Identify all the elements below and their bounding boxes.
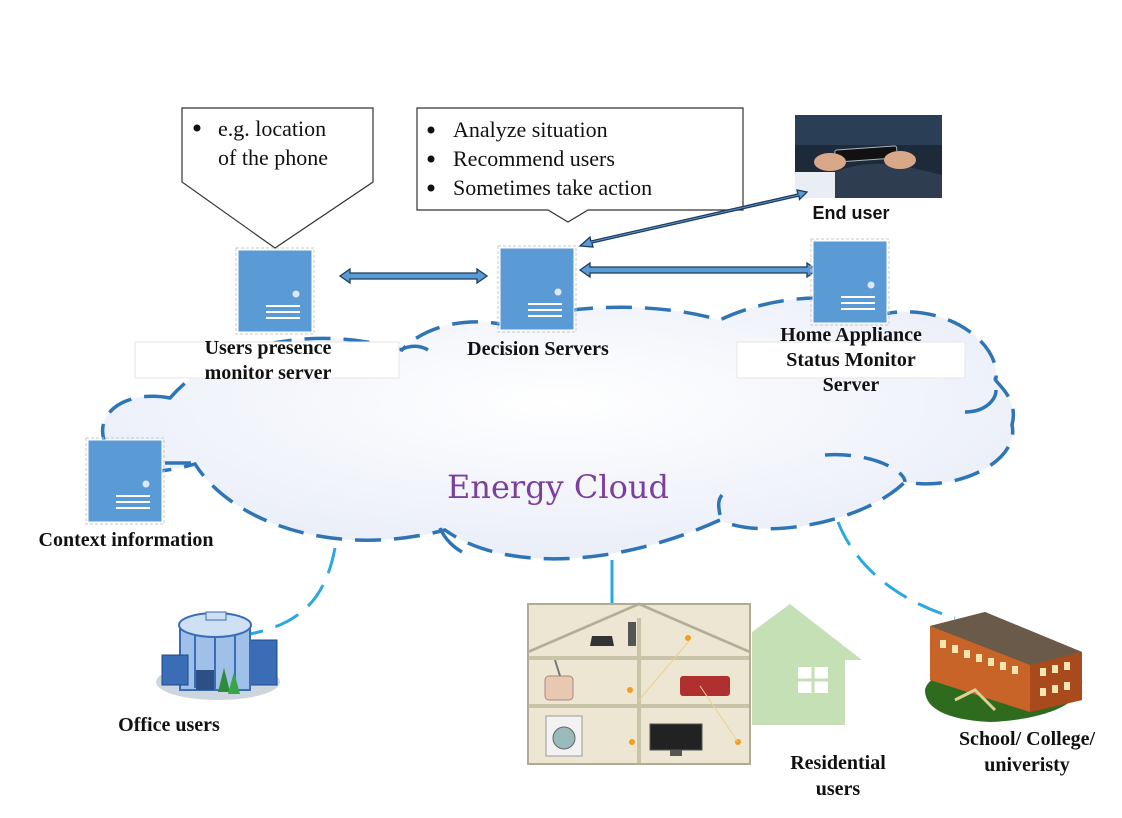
callout-presence: e.g. location of the phone — [181, 107, 374, 249]
decision-server-label: Decision Servers — [467, 338, 609, 360]
consumer-links — [244, 521, 956, 637]
school-building-icon — [925, 612, 1083, 722]
server-decision — [497, 245, 577, 333]
server-appliance — [810, 238, 890, 326]
link-school — [836, 521, 956, 620]
end-user-label: End user — [812, 203, 889, 223]
callout-decision: Analyze situation Recommend users Someti… — [416, 107, 744, 223]
school-users-label-2: univeristy — [984, 754, 1070, 776]
residential-house-icon — [527, 602, 862, 765]
server-context — [85, 437, 165, 525]
presence-server-label-1: Users presence — [205, 337, 332, 359]
link-office — [244, 547, 337, 637]
callout-decision-line-2: Recommend users — [453, 146, 615, 171]
appliance-server-label-2: Status Monitor — [786, 349, 916, 371]
context-information-label: Context information — [39, 529, 214, 551]
arrow-decision-appliance — [578, 261, 819, 279]
appliance-server-label-3: Server — [823, 374, 880, 396]
server-icon — [85, 437, 165, 525]
server-presence — [235, 247, 315, 335]
arrow-decision-enduser — [578, 189, 809, 248]
server-icon — [497, 245, 577, 333]
end-user-image: End user — [795, 115, 942, 223]
presence-server-label-2: monitor server — [205, 362, 332, 384]
residential-users-label-2: users — [816, 778, 861, 800]
school-users-label-1: School/ College/ — [959, 728, 1096, 750]
server-icon — [810, 238, 890, 326]
cloud-title: Energy Cloud — [447, 468, 669, 506]
callout-decision-line-1: Analyze situation — [453, 117, 608, 142]
callout-presence-line-1: e.g. location — [218, 116, 326, 141]
office-users-label: Office users — [118, 714, 220, 736]
arrow-presence-decision — [338, 267, 489, 285]
callout-presence-line-2: of the phone — [218, 145, 328, 170]
server-icon — [235, 247, 315, 335]
office-building-icon — [156, 611, 280, 700]
callout-decision-line-3: Sometimes take action — [453, 175, 652, 200]
appliance-server-label-1: Home Appliance — [780, 324, 922, 346]
residential-users-label-1: Residential — [790, 752, 886, 774]
